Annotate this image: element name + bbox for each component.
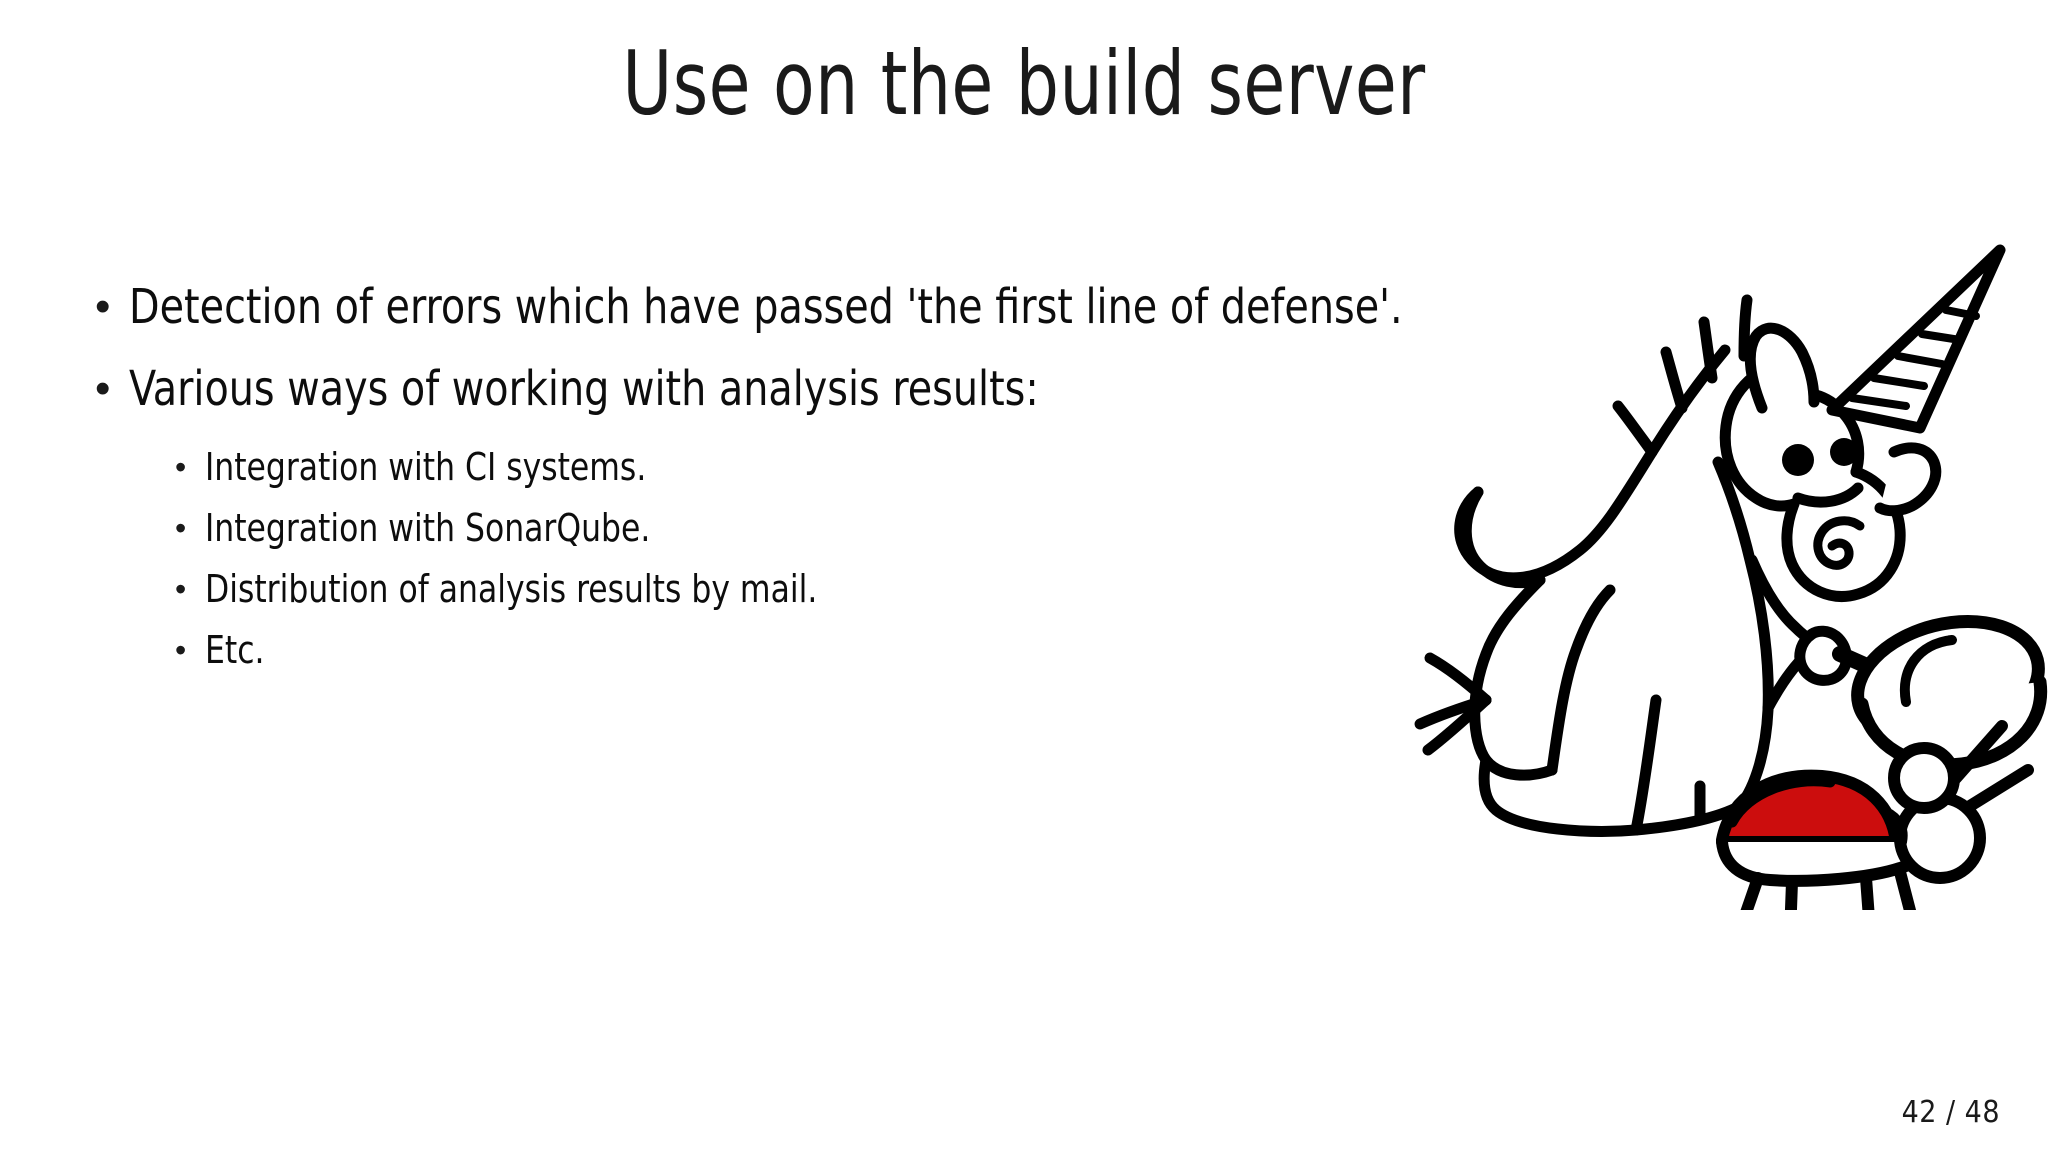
bullet-icon: • [95,282,111,331]
unicorn-illustration [1400,230,2048,910]
bullet-icon: • [175,632,187,668]
unicorn-head [1719,322,1942,602]
list-item: • Integration with CI systems. [175,442,1495,492]
bullet-list: • Detection of errors which have passed … [95,278,1495,686]
list-item-label: Integration with SonarQube. [205,506,651,550]
bullet-icon: • [175,571,187,607]
unicorn-foreleg [1746,554,1852,714]
unicorn-body [1454,344,1774,837]
list-item: • Detection of errors which have passed … [95,278,1495,336]
sub-bullet-list: • Integration with CI systems. • Integra… [175,442,1495,675]
list-item-label: Various ways of working with analysis re… [129,361,1039,417]
unicorn-mane [1612,294,1753,458]
page-number: 42 / 48 [1901,1095,2000,1130]
list-item-label: Etc. [205,628,265,672]
bullet-icon: • [95,364,111,413]
unicorn-horn [1826,244,2006,434]
list-item-label: Distribution of analysis results by mail… [205,567,818,611]
magnifying-glass-icon [1832,614,2048,772]
bug-icon [1716,720,2034,910]
list-item-label: Detection of errors which have passed 't… [129,279,1403,335]
bullet-icon: • [175,510,187,546]
bullet-icon: • [175,449,187,485]
list-item-label: Integration with CI systems. [205,445,647,489]
list-item: • Etc. [175,625,1495,675]
list-item: • Distribution of analysis results by ma… [175,564,1495,614]
page-title: Use on the build server [622,32,1426,135]
list-item: • Various ways of working with analysis … [95,360,1495,418]
list-item: • Integration with SonarQube. [175,503,1495,553]
unicorn-eyes [1782,438,1858,476]
